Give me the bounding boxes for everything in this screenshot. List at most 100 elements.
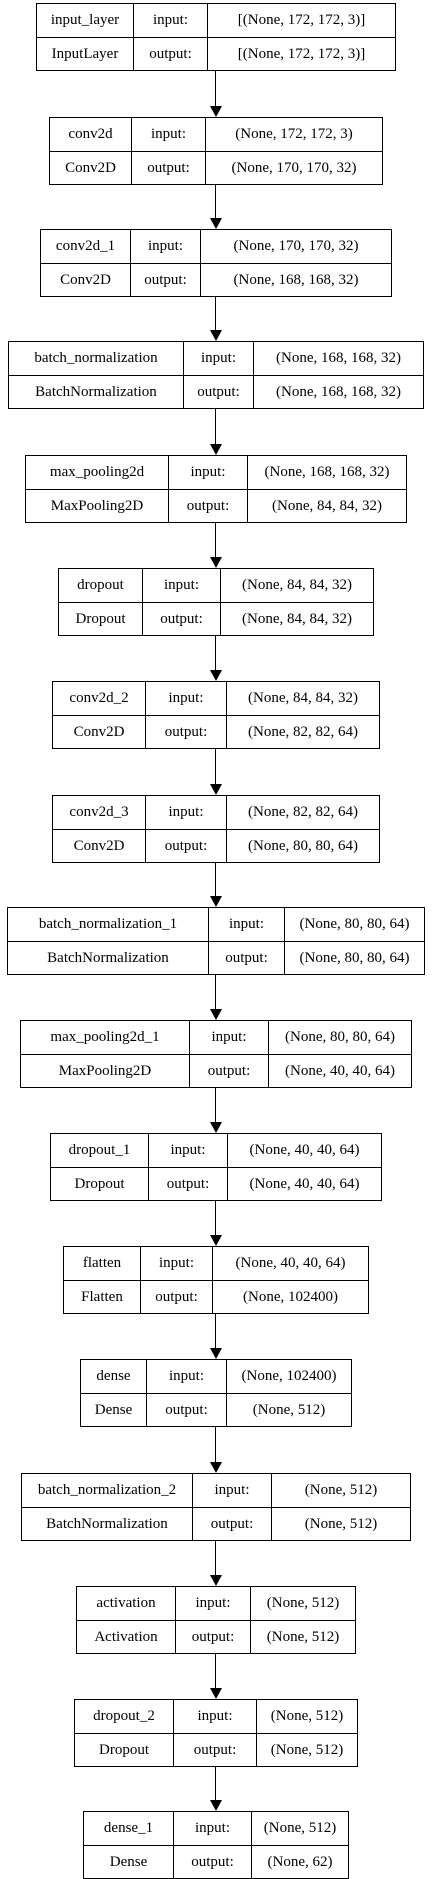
output-shape: (None, 170, 170, 32) bbox=[205, 152, 382, 184]
flow-arrow bbox=[210, 1654, 222, 1699]
layer-output-row: Flatten output:(None, 102400) bbox=[64, 1280, 368, 1313]
output-label: output: bbox=[145, 830, 226, 862]
flow-arrow bbox=[210, 1427, 222, 1473]
output-label: output: bbox=[168, 490, 247, 522]
input-label: input: bbox=[130, 230, 200, 263]
output-shape: (None, 168, 168, 32) bbox=[253, 376, 423, 408]
output-label: output: bbox=[145, 716, 226, 748]
input-label: input: bbox=[192, 1474, 271, 1507]
layer-type: MaxPooling2D bbox=[50, 497, 144, 514]
layer-type: Flatten bbox=[81, 1288, 123, 1305]
output-label: output: bbox=[189, 1055, 268, 1087]
output-shape: [(None, 172, 172, 3)] bbox=[207, 38, 395, 70]
flow-arrow bbox=[210, 523, 222, 568]
layer-type: BatchNormalization bbox=[35, 383, 157, 400]
flow-arrow bbox=[210, 297, 222, 341]
input-shape: [(None, 172, 172, 3)] bbox=[207, 4, 395, 37]
input-shape: (None, 84, 84, 32) bbox=[220, 569, 373, 602]
input-label: input: bbox=[208, 908, 284, 941]
layer-type: InputLayer bbox=[51, 45, 119, 62]
flow-arrow bbox=[210, 1541, 222, 1586]
layer-name: dense_1 bbox=[103, 1820, 154, 1836]
flow-arrow bbox=[210, 749, 222, 795]
output-shape: (None, 80, 80, 64) bbox=[284, 942, 424, 974]
output-shape: (None, 40, 40, 64) bbox=[268, 1055, 411, 1087]
output-label: output: bbox=[173, 1734, 256, 1766]
output-label: output: bbox=[140, 1281, 212, 1313]
layer-name: activation bbox=[96, 1595, 156, 1611]
input-label: input: bbox=[175, 1587, 250, 1620]
output-label: output: bbox=[146, 1394, 226, 1426]
output-shape: (None, 84, 84, 32) bbox=[220, 603, 373, 635]
input-label: input: bbox=[133, 4, 207, 37]
input-shape: (None, 168, 168, 32) bbox=[253, 342, 423, 375]
layer-output-row: MaxPooling2D output:(None, 84, 84, 32) bbox=[26, 489, 406, 522]
input-label: input: bbox=[145, 682, 226, 715]
layer-name: conv2d_3 bbox=[69, 804, 129, 820]
input-label: input: bbox=[131, 118, 205, 151]
input-label: input: bbox=[173, 1700, 256, 1733]
output-label: output: bbox=[133, 38, 207, 70]
layer-type: Conv2D bbox=[73, 723, 125, 740]
flow-arrow bbox=[210, 863, 222, 907]
flow-arrow bbox=[210, 185, 222, 229]
layer-input-row: input_layer input:[(None, 172, 172, 3)] bbox=[37, 4, 395, 37]
input-label: input: bbox=[189, 1021, 268, 1054]
input-shape: (None, 80, 80, 64) bbox=[284, 908, 424, 941]
layer-type: Activation bbox=[94, 1628, 158, 1645]
layer-name: input_layer bbox=[50, 12, 120, 28]
input-shape: (None, 512) bbox=[251, 1812, 348, 1845]
input-label: input: bbox=[145, 796, 226, 829]
flow-arrow bbox=[210, 1088, 222, 1133]
flow-arrow bbox=[210, 1767, 222, 1811]
layer-type: Dropout bbox=[74, 1175, 125, 1192]
layer-type: Conv2D bbox=[60, 271, 111, 288]
layer-name: conv2d_1 bbox=[55, 238, 116, 254]
flow-arrow bbox=[210, 636, 222, 681]
layer-output-row: InputLayer output:[(None, 172, 172, 3)] bbox=[37, 37, 395, 70]
input-label: input: bbox=[168, 456, 247, 489]
output-label: output: bbox=[208, 942, 284, 974]
output-shape: (None, 512) bbox=[271, 1508, 410, 1540]
layer-type: Dropout bbox=[99, 1741, 149, 1758]
input-shape: (None, 168, 168, 32) bbox=[247, 456, 406, 489]
layer-type: Conv2D bbox=[73, 837, 125, 854]
layer-type: Dense bbox=[94, 1401, 133, 1418]
output-shape: (None, 84, 84, 32) bbox=[247, 490, 406, 522]
output-shape: (None, 102400) bbox=[212, 1281, 368, 1313]
output-label: output: bbox=[148, 1168, 227, 1200]
layer-name: dropout_2 bbox=[93, 1708, 155, 1724]
layer-name: batch_normalization bbox=[34, 350, 158, 366]
layer-type: BatchNormalization bbox=[46, 1515, 168, 1532]
